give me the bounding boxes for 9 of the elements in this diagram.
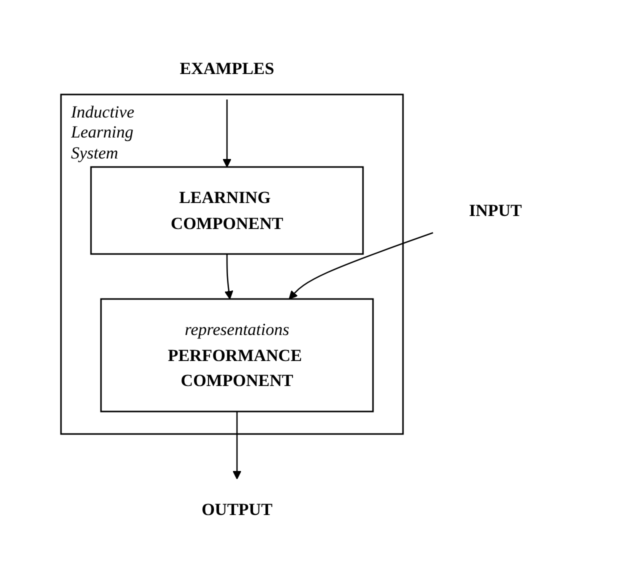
node-text: INPUT — [468, 200, 522, 220]
node-text: OUTPUT — [201, 500, 272, 519]
node-box: LEARNING COMPONENT — [90, 166, 364, 254]
arrow — [232, 411, 241, 480]
node-text: EXAMPLES — [179, 58, 274, 78]
node-box: representations PERFORMANCE COMPONENT — [100, 298, 374, 412]
arrow — [224, 254, 233, 300]
arrow — [288, 232, 433, 300]
arrow — [222, 99, 231, 168]
